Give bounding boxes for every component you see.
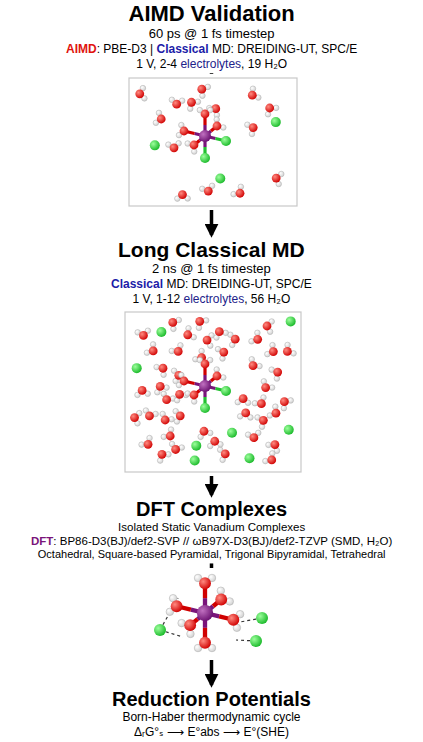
stage-detail: MD: DREIDING-UT, SPC/E [166, 277, 311, 291]
classical-simulation-box [121, 308, 305, 476]
stage-block: Long Classical MD2 ns @ 1 fs timestepCla… [111, 238, 312, 306]
stage-detail: , 19 H₂O [241, 57, 287, 71]
text-line: 2 ns @ 1 fs timestep [111, 261, 312, 277]
text-line: ΔᵣG°ₛ ⟶ E°abs ⟶ E°(SHE) [112, 725, 311, 740]
text-line: AIMD: PBE-D3 | ClassicalMD: DREIDING-UT, … [66, 42, 357, 57]
stage-detail: , 56 H₂O [244, 292, 290, 306]
stage-detail: 1 V, 1-12 [133, 292, 181, 306]
stage-detail: Born-Haber thermodynamic cycle [122, 710, 300, 724]
stage-detail: DFT [31, 535, 53, 547]
text-line: AIMD Validation [66, 2, 357, 26]
dft-vanadium-complex [140, 568, 290, 660]
aimd-simulation-box [125, 74, 301, 210]
stage-detail: Octahedral, Square-based Pyramidal, Trig… [38, 548, 386, 560]
stage-detail: 60 ps @ 1 fs timestep [149, 26, 275, 41]
stage-detail: Isolated Static Vanadium Complexes [118, 521, 305, 533]
stage-title: Long Classical MD [118, 238, 305, 261]
stage-block: AIMD Validation60 ps @ 1 fs timestepAIMD… [66, 2, 357, 71]
stage-block: Reduction PotentialsBorn-Haber thermodyn… [112, 688, 311, 739]
stage-detail: Classical [157, 42, 209, 56]
text-line: Long Classical MD [111, 238, 312, 261]
stage-detail: AIMD [66, 42, 97, 56]
stage-detail: electrolytes [184, 292, 245, 306]
stage-detail: Classical [111, 277, 163, 291]
text-line: 1 V, 1-12electrolytes, 56 H₂O [111, 292, 312, 307]
text-line: DFT: BP86-D3(BJ)/def2-SVP // ωB97X-D3(BJ… [31, 534, 392, 548]
text-line: 1 V, 2-4electrolytes, 19 H₂O [66, 57, 357, 72]
text-line: Born-Haber thermodynamic cycle [112, 710, 311, 725]
stage-title: Reduction Potentials [112, 688, 311, 710]
text-line: DFT Complexes [31, 498, 392, 520]
stage-detail: 1 V, 2-4 [136, 57, 177, 71]
stage-title: AIMD Validation [129, 1, 295, 26]
text-line: ClassicalMD: DREIDING-UT, SPC/E [111, 277, 312, 292]
stage-detail: electrolytes [180, 57, 241, 71]
stage-block: DFT ComplexesIsolated Static Vanadium Co… [31, 498, 392, 561]
stage-title: DFT Complexes [136, 498, 287, 520]
stage-detail: : PBE-D3 | [97, 42, 153, 56]
text-line: 60 ps @ 1 fs timestep [66, 26, 357, 42]
text-line: Reduction Potentials [112, 688, 311, 710]
stage-detail: MD: DREIDING-UT, SPC/E [212, 42, 357, 56]
text-line: Isolated Static Vanadium Complexes [31, 520, 392, 534]
text-line: Octahedral, Square-based Pyramidal, Trig… [31, 548, 392, 561]
stage-detail: : BP86-D3(BJ)/def2-SVP // ωB97X-D3(BJ)/d… [53, 535, 392, 547]
stage-detail: ΔᵣG°ₛ ⟶ E°abs ⟶ E°(SHE) [134, 725, 289, 739]
stage-detail: 2 ns @ 1 fs timestep [152, 261, 271, 276]
